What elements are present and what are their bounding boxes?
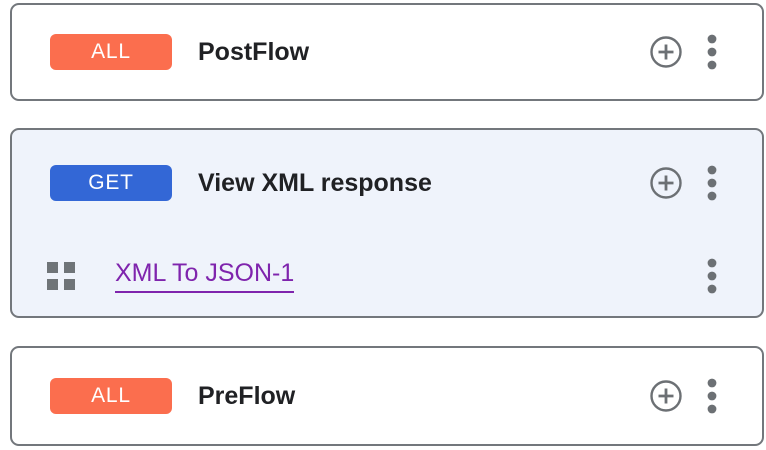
vertical-dots-icon: [707, 378, 717, 414]
method-badge-all: ALL: [50, 34, 172, 70]
add-policy-button[interactable]: [649, 166, 683, 200]
method-badge-all: ALL: [50, 378, 172, 414]
flow-title: PreFlow: [198, 381, 296, 410]
method-badge-get: GET: [50, 165, 172, 201]
plus-circle-icon: [650, 380, 682, 412]
policy-more-options-button[interactable]: [704, 257, 720, 295]
plus-circle-icon: [650, 36, 682, 68]
policy-grid-icon: [47, 262, 75, 290]
flow-card-header: ALL PostFlow: [12, 5, 762, 99]
policy-link-xml-to-json[interactable]: XML To JSON-1: [115, 259, 295, 293]
more-options-button[interactable]: [704, 377, 720, 415]
flow-card-preflow: ALL PreFlow: [10, 346, 764, 446]
add-policy-button[interactable]: [649, 379, 683, 413]
flow-card-postflow: ALL PostFlow: [10, 3, 764, 101]
vertical-dots-icon: [707, 258, 717, 294]
flow-card-view-xml-response: GET View XML response XML To: [10, 128, 764, 318]
vertical-dots-icon: [707, 34, 717, 70]
plus-circle-icon: [650, 167, 682, 199]
more-options-button[interactable]: [704, 164, 720, 202]
add-policy-button[interactable]: [649, 35, 683, 69]
flow-card-header: ALL PreFlow: [12, 348, 762, 444]
flow-title: PostFlow: [198, 37, 310, 66]
more-options-button[interactable]: [704, 33, 720, 71]
vertical-dots-icon: [707, 165, 717, 201]
flow-card-header: GET View XML response: [12, 130, 762, 236]
flow-title: View XML response: [198, 168, 432, 197]
policy-row: XML To JSON-1: [12, 236, 762, 316]
